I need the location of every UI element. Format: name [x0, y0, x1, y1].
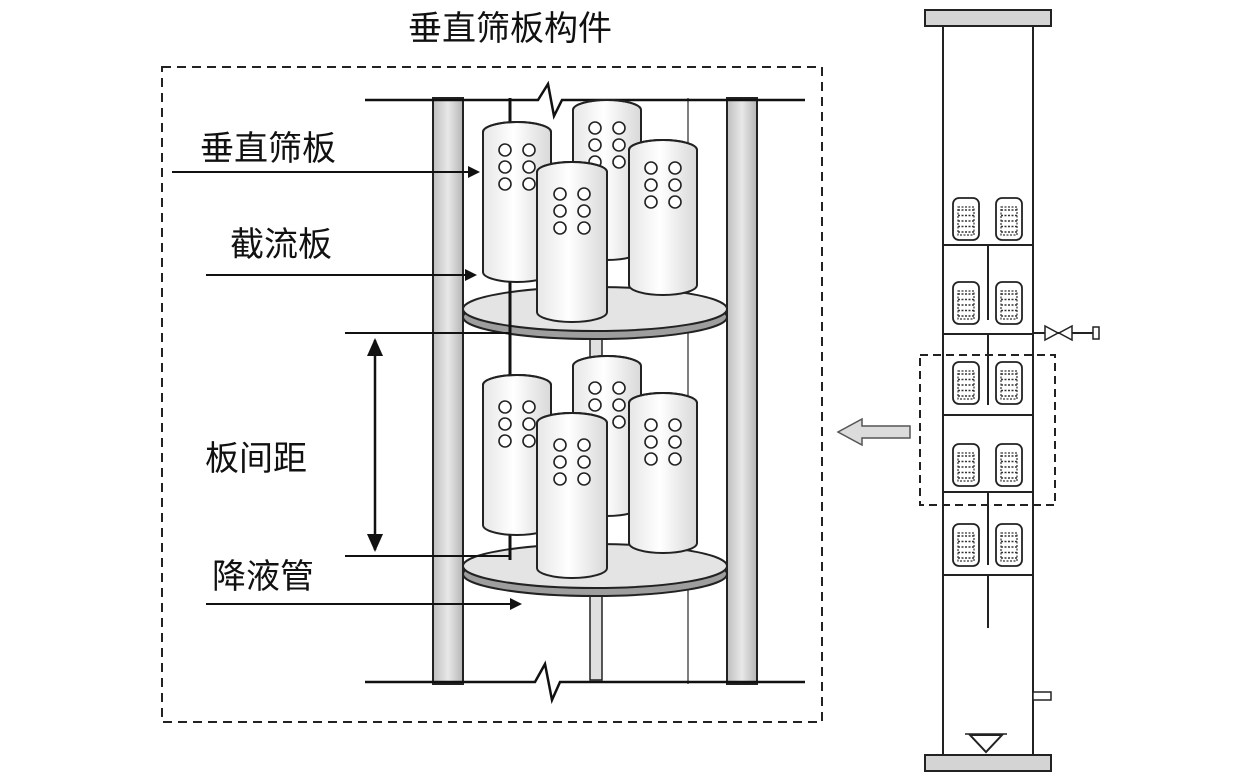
sieve-hole: [522, 143, 536, 157]
sieve-hole: [522, 160, 536, 174]
sieve-hole: [668, 435, 682, 449]
sieve-hole: [588, 398, 602, 412]
spacing-arrow-top: [367, 338, 383, 356]
sieve-hole: [588, 121, 602, 135]
sieve-cap: [536, 161, 608, 323]
column-cap: [995, 361, 1023, 405]
sieve-hole: [644, 161, 658, 175]
column-cap: [995, 443, 1023, 487]
sieve-hole: [498, 143, 512, 157]
sieve-hole: [668, 418, 682, 432]
sieve-hole: [498, 400, 512, 414]
detail-frame: [161, 66, 823, 723]
column-cap: [952, 523, 980, 567]
sieve-hole: [668, 452, 682, 466]
sieve-hole: [553, 187, 567, 201]
sieve-hole: [498, 434, 512, 448]
sieve-hole: [577, 472, 591, 486]
feed-valve: [1033, 324, 1100, 342]
sieve-hole: [612, 121, 626, 135]
sieve-hole: [577, 204, 591, 218]
column-cap: [952, 281, 980, 325]
sieve-hole: [577, 455, 591, 469]
sieve-hole: [588, 381, 602, 395]
sieve-cap: [628, 392, 698, 554]
sieve-hole: [553, 438, 567, 452]
sieve-hole: [553, 455, 567, 469]
direction-arrow: [836, 417, 911, 447]
sieve-hole: [668, 161, 682, 175]
column-cap: [952, 361, 980, 405]
label-vertical-sieve-plate: 垂直筛板: [200, 129, 336, 169]
column-cap: [952, 443, 980, 487]
column-cap: [995, 197, 1023, 241]
sieve-hole: [522, 417, 536, 431]
column-cap: [952, 197, 980, 241]
sieve-hole: [644, 435, 658, 449]
sieve-hole: [612, 155, 626, 169]
sieve-hole: [498, 417, 512, 431]
sieve-hole: [553, 472, 567, 486]
sieve-hole: [644, 178, 658, 192]
sieve-caps: [482, 99, 698, 579]
label-flow-baffle: 截流板: [230, 225, 332, 265]
sieve-hole: [612, 398, 626, 412]
sieve-hole: [577, 438, 591, 452]
sieve-hole: [553, 221, 567, 235]
diagram-title: 垂直筛板构件: [408, 9, 612, 49]
sieve-hole: [612, 415, 626, 429]
sieve-hole: [588, 138, 602, 152]
selection-frame: [919, 354, 1056, 506]
outlet-nozzle: [1032, 691, 1052, 701]
sieve-hole: [498, 160, 512, 174]
column-cap: [995, 281, 1023, 325]
sieve-hole: [522, 177, 536, 191]
spacing-arrow-bottom: [367, 534, 383, 552]
sieve-hole: [553, 204, 567, 218]
sieve-hole: [577, 187, 591, 201]
label-plate-spacing: 板间距: [205, 439, 307, 479]
column-cap: [995, 523, 1023, 567]
sieve-hole: [522, 434, 536, 448]
sieve-cap: [628, 139, 698, 296]
sieve-hole: [668, 195, 682, 209]
sieve-hole: [612, 138, 626, 152]
sieve-hole: [577, 221, 591, 235]
sieve-hole: [644, 195, 658, 209]
sieve-hole: [644, 452, 658, 466]
sieve-hole: [668, 178, 682, 192]
sieve-hole: [644, 418, 658, 432]
sieve-cap: [482, 374, 552, 536]
sieve-hole: [522, 400, 536, 414]
label-downcomer: 降液管: [212, 557, 314, 597]
liquid-level-symbol: [967, 734, 1005, 754]
sieve-cap: [536, 412, 608, 579]
sieve-hole: [498, 177, 512, 191]
overall-column: [919, 9, 1100, 772]
sieve-hole: [612, 381, 626, 395]
